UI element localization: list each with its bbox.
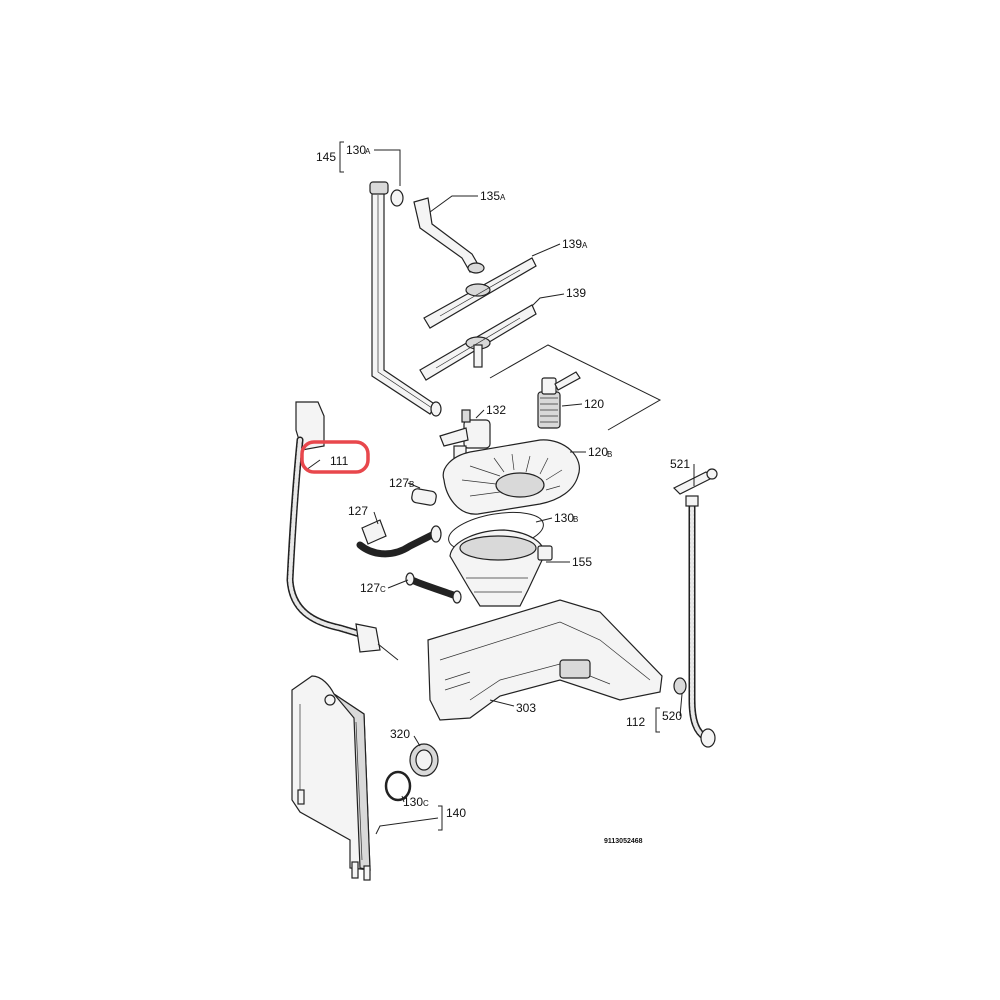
clip-521 <box>672 468 718 495</box>
label-127c-suffix: C <box>380 585 386 594</box>
filter-plate-120b <box>442 439 580 515</box>
label-155: 155 <box>572 555 592 569</box>
label-127c: 127 <box>360 581 380 595</box>
label-139a: 139 <box>562 237 582 251</box>
spray-arm-139a <box>423 257 537 329</box>
label-135a-suffix: A <box>500 193 506 202</box>
label-303: 303 <box>516 701 536 715</box>
label-120: 120 <box>584 397 604 411</box>
leader-lines <box>305 141 695 835</box>
hose-127 <box>356 519 442 558</box>
diagram-code: 9113052468 <box>604 838 643 845</box>
label-127b: 127 <box>389 476 409 490</box>
label-130b-suffix: B <box>573 515 578 524</box>
filter-120 <box>537 371 581 429</box>
label-112: 112 <box>626 715 645 729</box>
label-120b-suffix: B <box>607 450 612 459</box>
label-520: 520 <box>662 709 682 723</box>
hose-127c <box>405 572 462 604</box>
inlet-hose-112 <box>685 495 716 748</box>
filter-group-bracket <box>489 344 662 431</box>
pipe-135a <box>413 197 485 274</box>
label-111: 111 <box>330 454 349 468</box>
feed-pipe-145 <box>369 181 442 417</box>
sump-155 <box>449 529 553 607</box>
label-127b-suffix: B <box>409 480 414 489</box>
seal-130a <box>390 189 404 207</box>
label-139a-suffix: A <box>582 241 588 250</box>
drain-hose-111 <box>286 401 399 661</box>
label-140: 140 <box>446 806 466 820</box>
label-135a: 135 <box>480 189 500 203</box>
label-130b: 130 <box>554 511 574 525</box>
label-127: 127 <box>348 504 368 518</box>
label-132: 132 <box>486 403 506 417</box>
callout-labels: 145 130 A 135 A 139 A 139 132 120 120 B … <box>316 143 690 845</box>
nut-520 <box>673 677 687 695</box>
label-130c: 130 <box>403 795 423 809</box>
label-130a: 130 <box>346 143 366 157</box>
ring-130c <box>384 770 412 802</box>
label-120b: 120 <box>588 445 608 459</box>
label-320: 320 <box>390 727 410 741</box>
highlight-box <box>300 440 370 474</box>
side-panel-140 <box>291 675 371 881</box>
label-130c-suffix: C <box>423 799 429 808</box>
seal-320 <box>409 743 439 777</box>
label-145: 145 <box>316 150 336 164</box>
label-139: 139 <box>566 286 586 300</box>
label-521: 521 <box>670 457 690 471</box>
hose-127b <box>411 488 437 506</box>
base-frame-303 <box>427 599 663 721</box>
label-130a-suffix: A <box>365 147 371 156</box>
spray-arm-139 <box>419 304 537 381</box>
